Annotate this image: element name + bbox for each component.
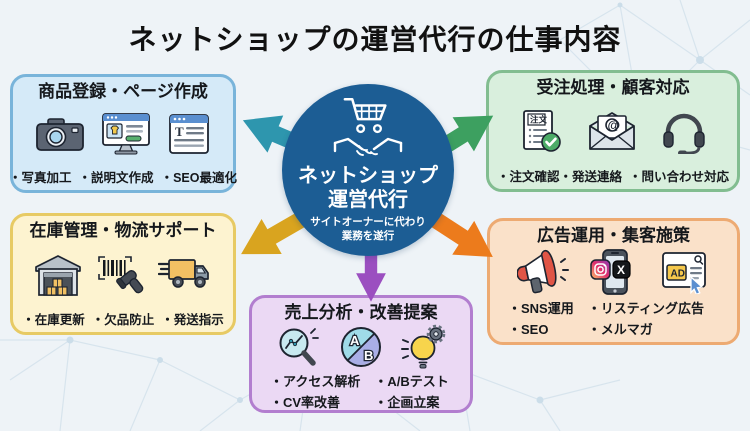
center-title-line2: 運営代行 — [328, 188, 408, 211]
bullet: ・リスティング広告 — [587, 301, 704, 316]
orders-box: 受注処理・顧客対応 注文 @ ・注文確認・発送連絡 — [486, 70, 740, 192]
text-document-icon: T — [169, 114, 209, 155]
svg-text:A: A — [350, 333, 360, 348]
arrow-to-analytics — [356, 241, 386, 302]
bullet: ・欠品防止 — [91, 313, 155, 327]
page-title: ネットショップの運営代行の仕事内容 — [128, 24, 622, 55]
camera-icon — [36, 118, 84, 152]
idea-bulb-gear-icon — [401, 324, 446, 369]
delivery-truck-icon — [158, 258, 209, 288]
megaphone-icon — [516, 249, 569, 294]
svg-text:@: @ — [608, 117, 621, 132]
analytics-magnifier-icon — [279, 327, 319, 366]
bullet: ・SEO最適化 — [160, 171, 237, 185]
orders-box-title: 受注処理・顧客対応 — [536, 78, 690, 97]
ads-box-title: 広告運用・集客施策 — [537, 226, 690, 245]
barcode-scanner-icon — [98, 255, 144, 294]
svg-text:注文: 注文 — [530, 114, 548, 124]
email-icon: @ — [589, 111, 635, 150]
bullet: ・メルマガ — [587, 322, 653, 337]
bullet: ・アクセス解析 — [270, 373, 361, 389]
handshake-icon — [333, 137, 403, 156]
warehouse-icon — [35, 254, 81, 296]
headset-icon — [663, 113, 705, 154]
center-subtitle-line2: 業務を遂行 — [341, 229, 395, 242]
bullet: ・写真加工 — [9, 171, 72, 185]
bullet: ・説明文作成 — [78, 171, 154, 185]
bullet: ・CV率改善 — [270, 394, 341, 410]
svg-text:B: B — [364, 348, 373, 363]
listing-ad-icon: AD — [662, 251, 707, 294]
bullet: ・SNS運用 — [508, 301, 574, 316]
bullet: ・企画立案 — [374, 394, 440, 410]
svg-text:X: X — [617, 263, 625, 277]
order-sheet-icon: 注文 — [523, 109, 561, 152]
svg-text:T: T — [175, 124, 184, 139]
analytics-box-title: 売上分析・改善提案 — [284, 303, 438, 322]
inventory-box: 在庫管理・物流サポート — [10, 213, 236, 335]
center-circle: ネットショップ 運営代行 サイトオーナーに代わり 業務を遂行 — [282, 84, 454, 256]
center-subtitle-line1: サイトオーナーに代わり — [310, 216, 426, 229]
products-box: 商品登録・ページ作成 T — [9, 74, 237, 193]
bullet: ・注文確認・発送連絡 — [496, 170, 622, 184]
ads-box: 広告運用・集客施策 X — [487, 218, 740, 345]
bullet: ・在庫更新 — [22, 313, 85, 327]
ads-bullets: ・SNS運用 ・SEO ・リスティング広告 ・メルマガ — [496, 298, 731, 338]
ab-test-icon: A B — [341, 326, 381, 367]
analytics-box: 売上分析・改善提案 A B ・アクセス — [249, 295, 473, 413]
products-box-title: 商品登録・ページ作成 — [38, 82, 208, 101]
shopping-cart-icon — [343, 97, 387, 134]
bullet: ・問い合わせ対応 — [629, 170, 730, 184]
bullet: ・A/Bテスト — [374, 373, 449, 389]
inventory-bullets: ・在庫更新 ・欠品防止 ・発送指示 — [19, 309, 227, 328]
svg-text:AD: AD — [671, 268, 685, 279]
center-title-line1: ネットショップ — [298, 165, 438, 187]
bullet: ・SEO — [508, 322, 549, 337]
product-page-monitor-icon — [102, 113, 150, 155]
products-bullets: ・写真加工 ・説明文作成 ・SEO最適化 — [9, 167, 237, 186]
bullet: ・発送指示 — [161, 313, 224, 327]
analytics-bullets: ・アクセス解析 ・CV率改善 ・A/Bテスト ・企画立案 — [258, 371, 464, 411]
orders-bullets: ・注文確認・発送連絡 ・問い合わせ対応 — [495, 166, 731, 185]
sns-phone-icon: X — [589, 248, 631, 295]
inventory-box-title: 在庫管理・物流サポート — [29, 221, 217, 240]
